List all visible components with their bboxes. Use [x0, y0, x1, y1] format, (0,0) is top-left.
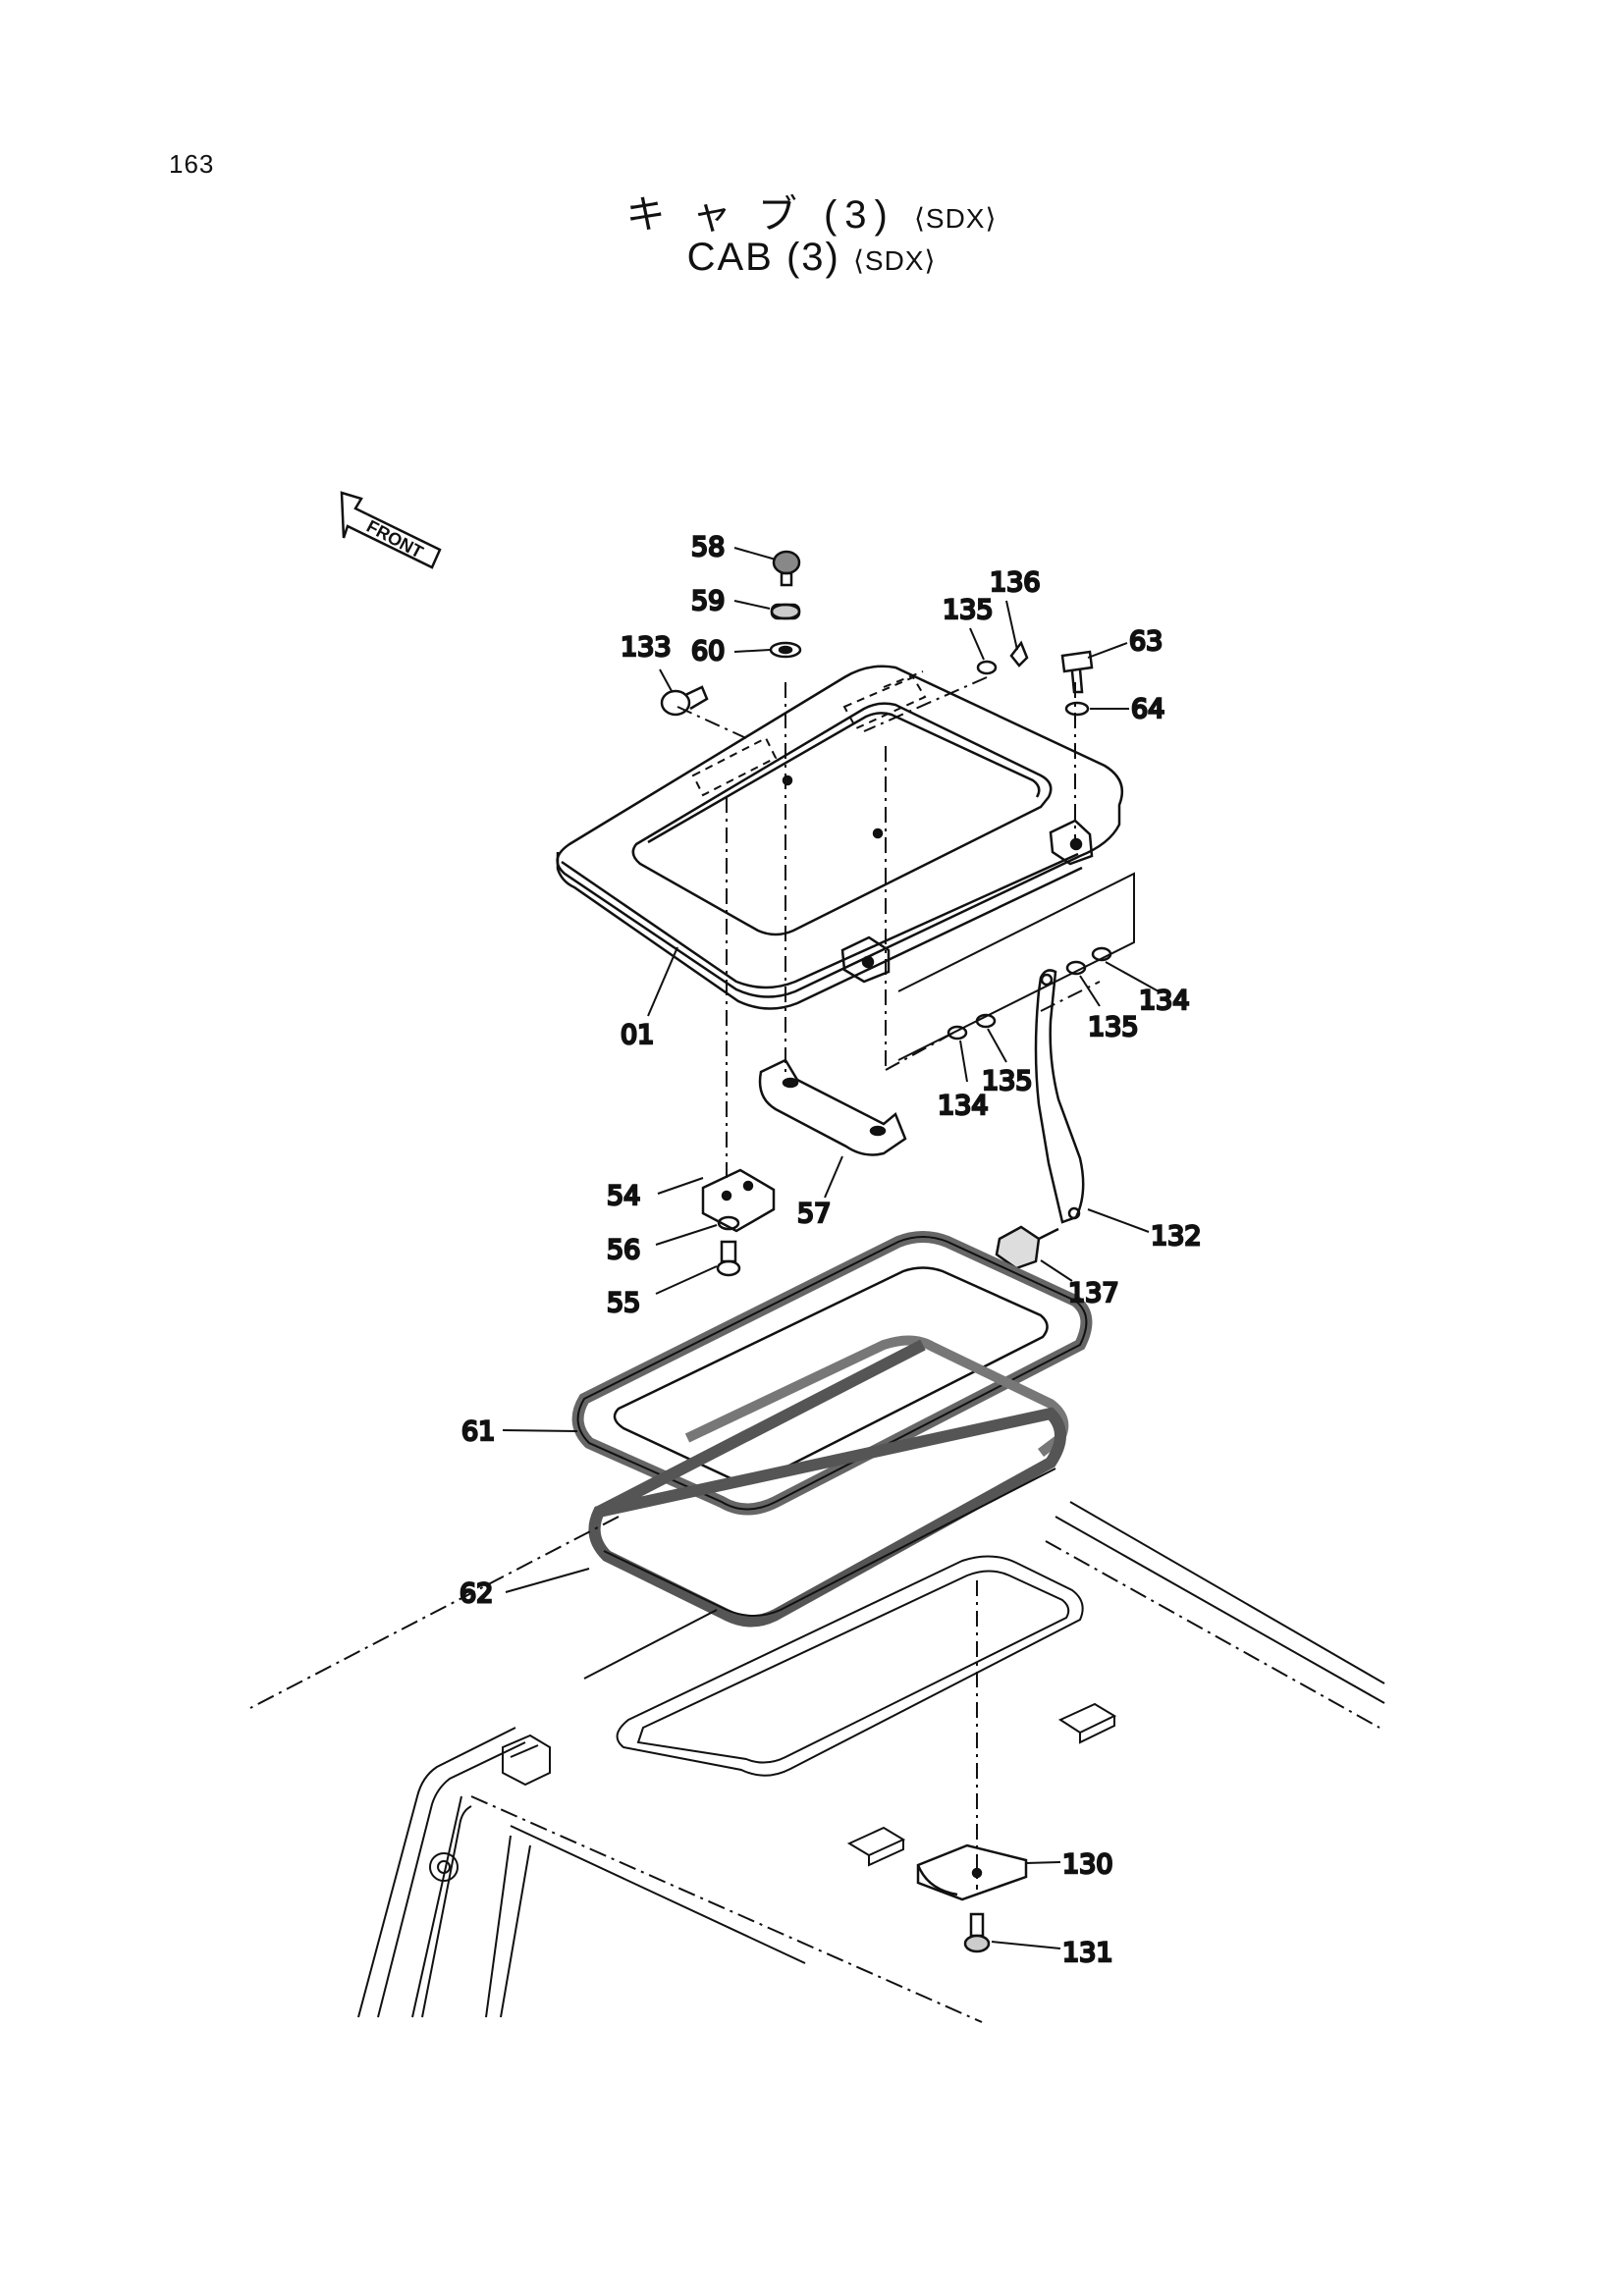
title-japanese-tag: ⟨SDX⟩: [913, 203, 998, 234]
hinge-front: [840, 935, 891, 984]
front-arrow-icon: FRONT: [340, 491, 442, 569]
callout-64: 64: [1131, 694, 1164, 724]
reference-box: [897, 872, 1135, 1061]
screw-131: [963, 1912, 991, 1953]
callout-62: 62: [460, 1578, 493, 1609]
washer-135-right: [1065, 960, 1087, 976]
callout-labels: 58 59 60 133 135 136 63 64 01 134 135 13…: [459, 531, 1203, 1970]
callout-57: 57: [797, 1199, 831, 1229]
clip-136: [1009, 640, 1029, 667]
handle-57: [758, 1058, 907, 1156]
cab-roof: [249, 1501, 1385, 2023]
washer-59: [770, 603, 801, 620]
callout-130: 130: [1062, 1849, 1113, 1880]
phantom-latches: [691, 670, 927, 797]
callout-60: 60: [691, 636, 725, 667]
washer-64: [1064, 701, 1090, 717]
title-english-tag: ⟨SDX⟩: [852, 245, 937, 276]
callout-136: 136: [990, 567, 1041, 598]
callout-55: 55: [607, 1288, 640, 1318]
page-number: 163: [169, 149, 215, 179]
knob-bolt-137: [995, 1225, 1059, 1270]
callout-54: 54: [607, 1181, 640, 1211]
bolt-63: [1060, 650, 1094, 694]
latch-plate-54: [701, 1168, 776, 1233]
seal-62: [588, 1335, 1069, 1628]
callout-61: 61: [461, 1416, 495, 1447]
callout-63: 63: [1129, 626, 1163, 657]
callout-56: 56: [607, 1235, 640, 1265]
washer-134-right: [1091, 946, 1112, 962]
seal-61: [571, 1231, 1093, 1516]
bolt-133: [660, 685, 709, 717]
washer-135-top: [976, 660, 998, 675]
callout-133: 133: [621, 632, 672, 663]
title-english-text: CAB (3): [686, 236, 840, 279]
callout-135-mid: 135: [982, 1066, 1033, 1096]
knob-58: [772, 550, 801, 587]
hatch-lid: [556, 665, 1124, 1010]
callout-131: 131: [1062, 1938, 1113, 1968]
title-english: CAB (3) ⟨SDX⟩: [0, 236, 1623, 280]
callout-135-top: 135: [943, 595, 994, 625]
washer-134-mid: [947, 1025, 968, 1041]
leader-lines: [502, 547, 1160, 1949]
washer-56: [717, 1215, 740, 1231]
title-japanese-text: キ ャ ブ (3): [625, 193, 895, 237]
callout-135-right: 135: [1088, 1012, 1139, 1042]
washer-60: [769, 641, 802, 659]
callout-134-mid: 134: [938, 1091, 989, 1121]
screw-55: [716, 1240, 741, 1277]
callout-01: 01: [621, 1020, 654, 1050]
title-japanese: キ ャ ブ (3) ⟨SDX⟩: [0, 183, 1623, 240]
striker-130: [916, 1843, 1028, 1901]
callout-134-right: 134: [1139, 986, 1190, 1016]
callout-132: 132: [1151, 1221, 1202, 1252]
callout-59: 59: [691, 586, 725, 616]
stay-arm-132: [1034, 969, 1085, 1224]
callout-58: 58: [691, 532, 725, 562]
callout-137: 137: [1068, 1278, 1119, 1308]
washer-135-mid: [975, 1013, 997, 1029]
